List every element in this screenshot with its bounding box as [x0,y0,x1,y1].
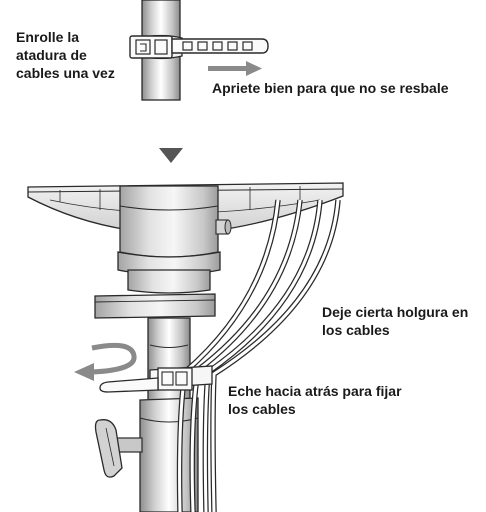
curved-arrow-left-icon [74,342,137,381]
arrow-right-icon [208,61,262,76]
wrap-line-1: Enrolle la [16,29,80,45]
knob-stem [115,437,143,453]
wrap-line-3: cables una vez [16,65,115,81]
wrap-line-2: atadura de [16,47,87,63]
bottom-mount-illustration [27,182,344,512]
fastened-tie [99,365,213,393]
clamp-block [94,293,216,319]
slack-line-2: los cables [322,322,390,338]
slack-line-1: Deje cierta holgura en [322,304,469,320]
hub-neck [127,269,211,294]
pull-back-instruction-label: Eche hacia atrás para fijar los cables [228,382,402,418]
wrap-instruction-label: Enrolle la atadura de cables una vez [16,28,115,82]
pull-line-2: los cables [228,401,296,417]
tie-tail [171,38,269,54]
top-pole-illustration [129,0,269,101]
slack-instruction-label: Deje cierta holgura en los cables [322,303,468,339]
knob-icon [94,419,123,478]
pull-line-1: Eche hacia atrás para fijar [228,383,402,399]
hub-cylinder [119,185,219,258]
triangle-down-icon [159,148,183,163]
lower-bracket [139,397,199,512]
tighten-instruction-label: Apriete bien para que no se resbale [212,80,449,96]
